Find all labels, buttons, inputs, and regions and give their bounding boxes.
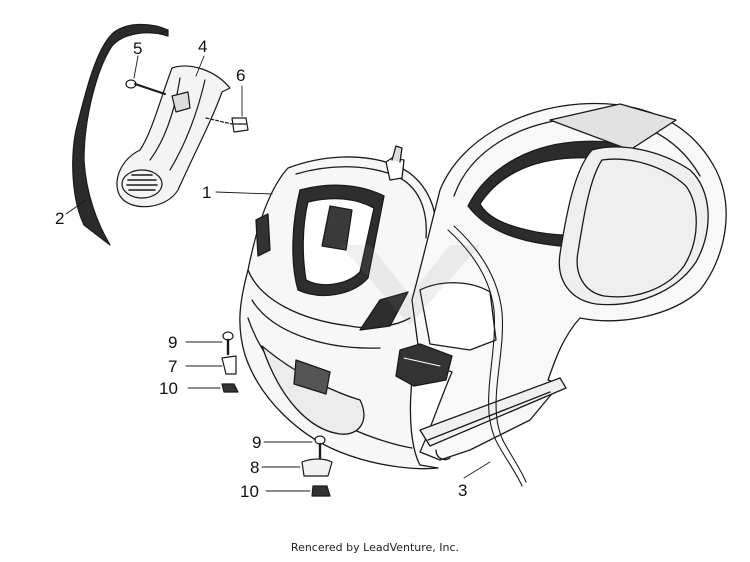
part-5-screw bbox=[125, 79, 166, 95]
leader-2 bbox=[65, 199, 87, 215]
leader-lines bbox=[65, 55, 491, 492]
part-2-trim-strip bbox=[72, 23, 169, 246]
part-8-clip bbox=[301, 458, 333, 477]
callout-5: 5 bbox=[133, 39, 143, 58]
callout-3: 3 bbox=[458, 481, 468, 500]
callout-6: 6 bbox=[236, 66, 246, 85]
callout-10-upper: 10 bbox=[159, 379, 178, 398]
callout-7: 7 bbox=[168, 357, 178, 376]
leader-3 bbox=[463, 461, 491, 479]
callout-10-lower: 10 bbox=[240, 482, 259, 501]
callout-9-lower: 9 bbox=[252, 433, 262, 452]
leader-5 bbox=[133, 55, 139, 79]
callout-9-upper: 9 bbox=[168, 333, 178, 352]
leader-4 bbox=[195, 55, 205, 77]
part-9-screw-upper bbox=[222, 331, 234, 356]
leadventure-logo-icon bbox=[340, 245, 480, 325]
render-credit: Rencered by LeadVenture, Inc. bbox=[290, 541, 460, 554]
scooter-body-frame bbox=[395, 102, 727, 461]
part-10-nut-upper bbox=[221, 383, 239, 393]
part-10-nut-lower bbox=[311, 485, 331, 497]
callout-1: 1 bbox=[202, 183, 212, 202]
part-7-clip bbox=[221, 355, 237, 375]
callout-2: 2 bbox=[55, 209, 65, 228]
part-9-screw-lower bbox=[314, 435, 326, 460]
leader-1 bbox=[215, 191, 273, 195]
part-6-clip bbox=[205, 117, 249, 133]
callout-4: 4 bbox=[198, 37, 208, 56]
part-3-cable bbox=[447, 225, 527, 487]
part-1-front-shield bbox=[239, 145, 439, 470]
callout-8: 8 bbox=[250, 458, 260, 477]
part-4-horn-cover bbox=[116, 65, 231, 208]
